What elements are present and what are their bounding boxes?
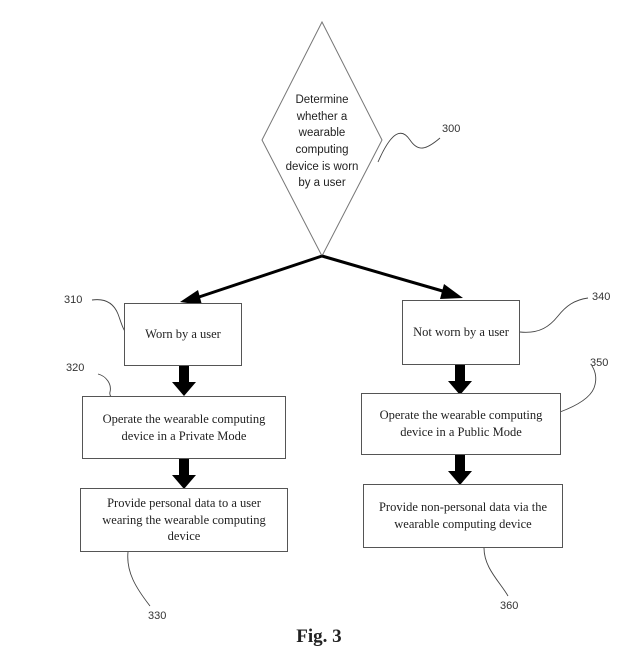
left-arrow-1-shaft: [179, 366, 189, 382]
leader-330: [127, 551, 151, 607]
figure-caption: Fig. 3: [296, 626, 342, 647]
ref-300: 300: [442, 123, 461, 135]
leader-360: [483, 547, 509, 597]
left-arrow-1-head: [172, 382, 196, 396]
right-arrow-2-shaft: [455, 455, 465, 471]
private-mode-box: Operate the wearable computing device in…: [82, 396, 286, 459]
arrowhead-to-not-worn: [440, 284, 463, 299]
public-mode-box: Operate the wearable computing device in…: [361, 393, 561, 455]
right-arrow-2-head: [448, 471, 472, 485]
arrow-to-worn: [195, 254, 323, 300]
right-arrow-1-head: [448, 381, 472, 395]
ref-310: 310: [64, 294, 83, 306]
left-arrow-2-head: [172, 475, 196, 489]
not-worn-box: Not worn by a user: [402, 300, 520, 365]
leader-340: [519, 297, 589, 333]
right-arrow-1-shaft: [455, 365, 465, 381]
worn-box: Worn by a user: [124, 303, 242, 366]
leader-310: [91, 299, 128, 335]
decision-label: Determine whether a wearable computing d…: [285, 94, 359, 190]
non-personal-data-box: Provide non-personal data via the wearab…: [363, 484, 563, 548]
left-arrow-2-shaft: [179, 459, 189, 475]
leader-300: [377, 132, 441, 163]
ref-340: 340: [592, 291, 611, 303]
arrow-to-not-worn: [321, 254, 447, 294]
ref-350: 350: [590, 357, 609, 369]
personal-data-box: Provide personal data to a user wearing …: [80, 488, 288, 552]
ref-320: 320: [66, 362, 85, 374]
arrowhead-to-worn: [180, 290, 202, 305]
leader-350: [559, 365, 597, 413]
ref-330: 330: [148, 610, 167, 622]
ref-360: 360: [500, 600, 519, 612]
